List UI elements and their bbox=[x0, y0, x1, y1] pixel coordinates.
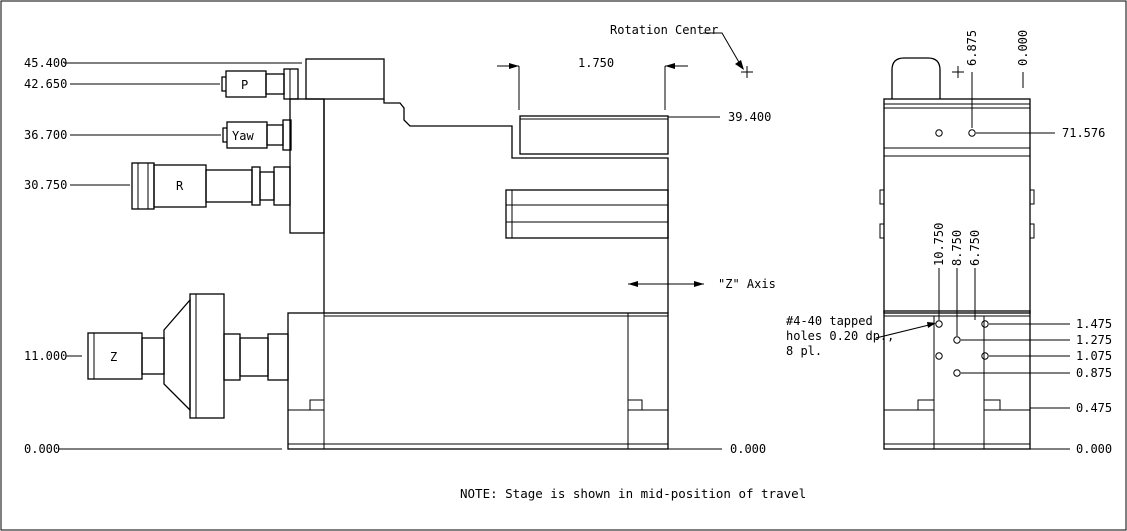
stage-body bbox=[287, 58, 669, 450]
dim-42-650: 42.650 bbox=[24, 77, 67, 91]
hole-note-line-1: #4-40 tapped bbox=[786, 314, 873, 328]
dim-1-475: 1.475 bbox=[1076, 317, 1112, 331]
knob-z bbox=[87, 293, 289, 419]
right-view-body bbox=[879, 57, 1035, 450]
dim-mid-0-000: 0.000 bbox=[730, 442, 766, 456]
dim-6-750: 6.750 bbox=[968, 230, 982, 266]
dim-8-750: 8.750 bbox=[950, 230, 964, 266]
dim-6-875: 6.875 bbox=[965, 30, 979, 66]
left-dimension-leaders bbox=[58, 62, 302, 450]
rotation-center-marker bbox=[703, 32, 753, 78]
hole-note-line-3: 8 pl. bbox=[786, 344, 822, 358]
dim-11-000: 11.000 bbox=[24, 349, 67, 363]
dim-0-875: 0.875 bbox=[1076, 366, 1112, 380]
knob-yaw-label: Yaw bbox=[232, 129, 254, 143]
dim-45-400: 45.400 bbox=[24, 56, 67, 70]
rotation-plus-right bbox=[952, 66, 1024, 128]
dim-0-475: 0.475 bbox=[1076, 401, 1112, 415]
dim-36-700: 36.700 bbox=[24, 128, 67, 142]
knob-yaw bbox=[222, 119, 292, 151]
hole-y-leaders bbox=[961, 323, 1070, 450]
dim-1-075: 1.075 bbox=[1076, 349, 1112, 363]
dim-1-275: 1.275 bbox=[1076, 333, 1112, 347]
dim-1-750: 1.750 bbox=[578, 56, 614, 70]
knob-z-label: Z bbox=[110, 350, 117, 364]
dim-10-750: 10.750 bbox=[932, 223, 946, 266]
dim-right-0-000: 0.000 bbox=[1076, 442, 1112, 456]
knob-r bbox=[131, 162, 291, 210]
hole-note-line-2: holes 0.20 dp., bbox=[786, 329, 894, 343]
knob-r-label: R bbox=[176, 179, 184, 193]
dim-39-400: 39.400 bbox=[728, 110, 771, 124]
stage-position-note: NOTE: Stage is shown in mid-position of … bbox=[460, 486, 806, 501]
hole-note-leader bbox=[875, 322, 936, 339]
z-axis-label: "Z" Axis bbox=[718, 277, 776, 291]
dim-left-0-000: 0.000 bbox=[24, 442, 60, 456]
knob-p-label: P bbox=[241, 78, 248, 92]
rotation-center-label: Rotation Center bbox=[610, 23, 718, 37]
dim-30-750: 30.750 bbox=[24, 178, 67, 192]
knob-p bbox=[221, 68, 299, 100]
dim-1-750-leaders bbox=[497, 63, 688, 110]
dim-right-top-0-000: 0.000 bbox=[1016, 30, 1030, 66]
dim-71-576: 71.576 bbox=[1062, 126, 1105, 140]
hole-x-leaders bbox=[938, 268, 976, 336]
z-axis-arrow bbox=[628, 281, 704, 287]
